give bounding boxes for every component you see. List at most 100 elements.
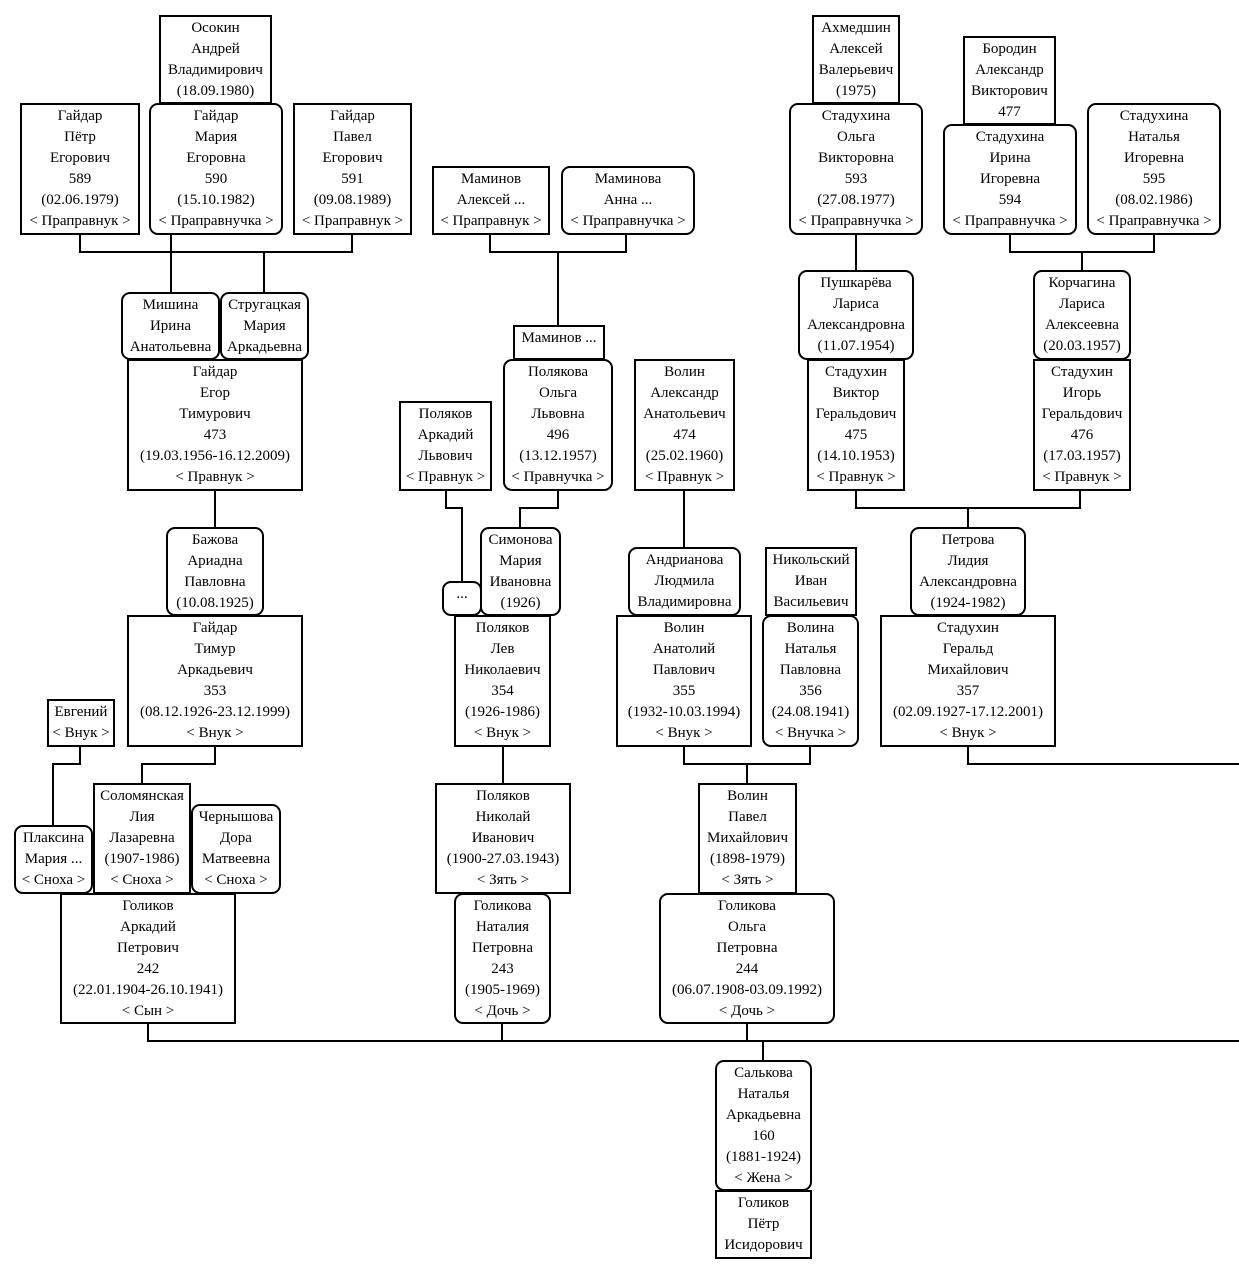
person-text-line: (1926) bbox=[500, 595, 541, 611]
person-text-line: (19.03.1956-16.12.2009) bbox=[140, 448, 290, 464]
person-evgenii[interactable]: Евгений< Внук > bbox=[47, 699, 115, 747]
person-text-line: Владимирович bbox=[168, 62, 263, 78]
person-text-line: Поляков bbox=[418, 406, 473, 422]
person-text-line: Егоровна bbox=[186, 150, 246, 166]
person-text-line: Исидорович bbox=[724, 1237, 803, 1253]
person-text-line: Егор bbox=[200, 385, 230, 401]
person-text-line: Викторович bbox=[971, 83, 1048, 99]
person-text-line: < Сноха > bbox=[110, 872, 174, 888]
person-text-line: Никольский bbox=[772, 552, 850, 568]
person-text-line: Чернышова bbox=[198, 809, 274, 825]
person-text-line: 589 bbox=[68, 171, 92, 187]
person-text-line: (1932-10.03.1994) bbox=[627, 704, 741, 720]
person-text-line: 594 bbox=[998, 192, 1022, 208]
person-text-line: Волин bbox=[663, 620, 705, 636]
person-text-line: (1975) bbox=[836, 83, 876, 99]
person-text-line: < Праправнучка > bbox=[1096, 213, 1212, 229]
person-text-line: Мария bbox=[194, 129, 238, 145]
person-text-line: (17.03.1957) bbox=[1043, 448, 1121, 464]
person-text-line: < Правнучка > bbox=[511, 469, 605, 485]
person-text-line: Бородин bbox=[982, 41, 1037, 57]
person-text-line: (10.08.1925) bbox=[176, 595, 254, 611]
connector bbox=[141, 745, 216, 785]
person-text-line: Егорович bbox=[322, 150, 383, 166]
person-unknown[interactable]: ... bbox=[442, 581, 482, 616]
person-text-line: Волин bbox=[727, 788, 768, 804]
person-text-line: Геральдович bbox=[815, 406, 897, 422]
person-text-line: Поляков bbox=[476, 788, 530, 804]
person-text-line: Павел bbox=[728, 809, 767, 825]
person-text-line: Голиков bbox=[122, 898, 174, 914]
person-text-line: Егорович bbox=[49, 150, 111, 166]
person-text-line: < Правнук > bbox=[175, 469, 255, 485]
person-text-line: Анатольевич bbox=[643, 406, 726, 422]
person-text-line: (1898-1979) bbox=[710, 851, 785, 867]
person-text-line: Анатолий bbox=[652, 641, 716, 657]
person-text-line: Ольга bbox=[539, 385, 577, 401]
person-text-line: Виктор bbox=[832, 385, 880, 401]
person-text-line: 353 bbox=[203, 683, 227, 699]
person-maminov[interactable]: Маминов ... bbox=[513, 325, 605, 360]
person-text-line: < Дочь > bbox=[718, 1003, 776, 1019]
person-text-line: < Правнук > bbox=[405, 469, 486, 485]
connector bbox=[489, 233, 627, 327]
person-text-line: Мария ... bbox=[24, 851, 83, 867]
person-text-line: Салькова bbox=[734, 1065, 793, 1081]
person-text-line: Стадухина bbox=[821, 108, 891, 124]
person-text-line: 242 bbox=[136, 961, 160, 977]
person-text-line: 590 bbox=[204, 171, 228, 187]
person-text-line: 595 bbox=[1142, 171, 1166, 187]
person-text-line: 474 bbox=[673, 427, 696, 443]
person-text-line: Васильевич bbox=[773, 594, 849, 610]
person-text-line: < Правнук > bbox=[816, 469, 896, 485]
person-text-line: Наталия bbox=[475, 919, 530, 935]
person-text-line: Бажова bbox=[191, 532, 239, 548]
person-text-line: 496 bbox=[546, 427, 570, 443]
person-text-line: Соломянская bbox=[100, 788, 184, 804]
person-text-line: Ольга bbox=[837, 129, 875, 145]
person-text-line: Волина bbox=[786, 620, 835, 636]
person-text-line: (20.03.1957) bbox=[1043, 338, 1121, 354]
